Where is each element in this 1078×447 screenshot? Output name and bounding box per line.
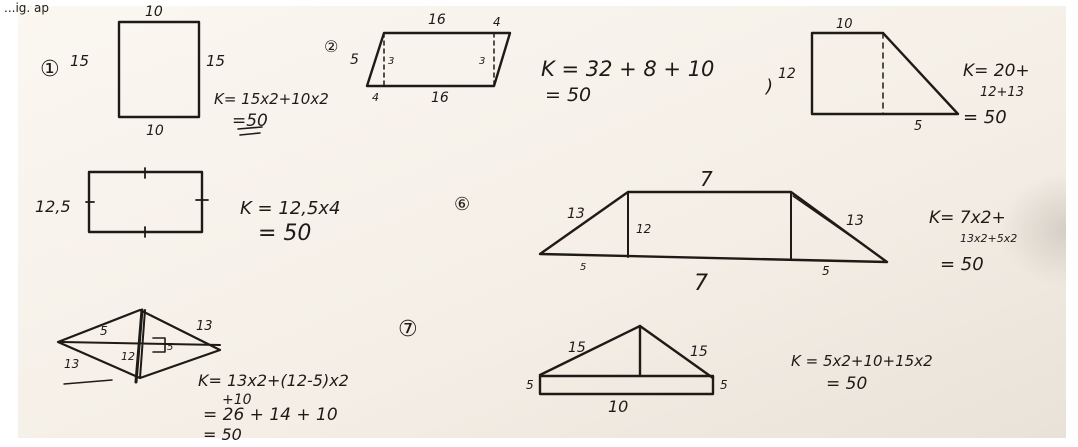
isosceles-trapezoid-right-slant-label: 13 xyxy=(846,213,864,229)
right-trapezoid-shape xyxy=(810,31,960,116)
isosceles-trapezoid-shape xyxy=(538,190,889,264)
right-trapezoid-work-line-2: 12+13 xyxy=(980,85,1024,100)
marker-parallelogram: ② xyxy=(324,37,338,56)
kite-small-box xyxy=(152,337,166,353)
figure-right-trapezoid: ) 10 12 5 K= 20+ 12+13 = 50 xyxy=(764,17,1030,134)
marker-kite: ⑦ xyxy=(398,317,418,342)
isosceles-trapezoid-double-edge xyxy=(792,195,873,252)
figure-house: 15 15 5 5 10 K = 5x2+10+15x2 = 50 xyxy=(526,324,933,416)
parallelogram-work-line-1: K = 32 + 8 + 10 xyxy=(541,57,714,81)
right-trapezoid-work-line-1: K= 20+ xyxy=(963,61,1030,81)
rectangle-work-line-2: =50 xyxy=(232,111,268,131)
house-left-label: 5 xyxy=(526,378,534,392)
paper-shadow xyxy=(880,150,1066,310)
rectangle-work-line-1: K= 15x2+10x2 xyxy=(214,90,329,108)
isosceles-trapezoid-work-line-2: 13x2+5x2 xyxy=(960,232,1017,245)
marker-right-trapezoid: ) xyxy=(764,76,773,97)
isosceles-trapezoid-work-line-1: K= 7x2+ xyxy=(929,208,1006,228)
kite-work-line-1: K= 13x2+(12-5)x2 xyxy=(198,371,349,390)
house-right-label: 5 xyxy=(720,378,728,392)
house-base xyxy=(538,374,715,396)
isosceles-trapezoid-work-line-3: = 50 xyxy=(940,254,984,275)
isosceles-trapezoid-left-slant-label: 13 xyxy=(567,206,585,222)
square-equal-marks xyxy=(85,167,209,238)
isosceles-trapezoid-top-label: 7 xyxy=(700,167,713,191)
parallelogram-inner-left-label: 3 xyxy=(388,56,394,67)
rectangle-top-label: 10 xyxy=(145,4,163,20)
rectangle-shape xyxy=(117,20,201,119)
square-work-line-1: K = 12,5x4 xyxy=(240,198,341,219)
kite-inner-label: 12 xyxy=(121,350,135,363)
isosceles-trapezoid-heights xyxy=(627,191,792,261)
right-trapezoid-bottom-right-label: 5 xyxy=(914,119,922,134)
kite-outline xyxy=(56,308,222,380)
isosceles-trapezoid-bottom-label: 7 xyxy=(694,271,708,296)
house-bottom-label: 10 xyxy=(608,397,628,416)
kite-top-left-label: 5 xyxy=(100,324,108,338)
figure-kite: ⑦ 5 13 12 5 13 K= 13x2+(12-5)x2 +10 = 26… xyxy=(56,308,418,444)
square-work-line-2: = 50 xyxy=(258,221,311,246)
kite-work-line-4: = 50 xyxy=(203,425,242,443)
parallelogram-bottom-left-label: 4 xyxy=(372,91,379,104)
parallelogram-shape xyxy=(365,31,512,88)
rectangle-underline xyxy=(237,126,263,136)
figure-square: 12,5 K = 12,5x4 = 50 xyxy=(35,167,341,246)
right-trapezoid-top-label: 10 xyxy=(836,17,853,32)
isosceles-trapezoid-bottom-right-label: 5 xyxy=(822,264,830,278)
parallelogram-top-label: 16 xyxy=(428,12,446,28)
house-roof-left-label: 15 xyxy=(568,340,586,356)
figure-isosceles-trapezoid: ⑥ 7 13 12 13 5 7 5 K= 7x2+ 13x2+5x2 = 50 xyxy=(454,167,1017,296)
square-left-label: 12,5 xyxy=(35,197,71,216)
caption-fragment: ...ig. ap xyxy=(4,1,49,15)
kite-diagonals xyxy=(61,309,221,379)
parallelogram-top-right-label: 4 xyxy=(493,15,501,29)
marker-rectangle: ① xyxy=(40,57,60,82)
rectangle-right-label: 15 xyxy=(206,52,225,70)
right-trapezoid-left-label: 12 xyxy=(778,66,796,82)
parallelogram-work-line-2: = 50 xyxy=(545,84,591,106)
house-work-line-2: = 50 xyxy=(826,374,867,394)
marker-isosceles-trapezoid: ⑥ xyxy=(454,194,470,215)
parallelogram-inner-right-label: 3 xyxy=(479,56,485,67)
house-work-line-1: K = 5x2+10+15x2 xyxy=(791,352,933,370)
parallelogram-left-label: 5 xyxy=(350,52,359,68)
isosceles-trapezoid-height-label: 12 xyxy=(636,222,651,236)
kite-work-line-2: +10 xyxy=(222,392,252,408)
kite-work-line-3: = 26 + 14 + 10 xyxy=(203,405,338,425)
rectangle-left-label: 15 xyxy=(70,52,89,70)
house-roof-right-label: 15 xyxy=(690,344,708,360)
figure-parallelogram: ② 16 4 5 3 3 4 16 K = 32 + 8 + 10 = 50 xyxy=(324,12,714,106)
figure-rectangle: ① 10 15 15 10 K= 15x2+10x2 =50 xyxy=(40,4,329,139)
kite-bottom-left-label: 13 xyxy=(64,357,79,371)
kite-inner-small-label: 5 xyxy=(167,342,173,353)
parallelogram-bottom-label: 16 xyxy=(431,90,449,106)
right-trapezoid-work-line-3: = 50 xyxy=(963,107,1007,128)
kite-underline xyxy=(63,379,113,385)
rectangle-bottom-label: 10 xyxy=(146,123,164,139)
kite-vertical-spine xyxy=(134,308,144,384)
kite-top-right-label: 13 xyxy=(196,319,213,334)
isosceles-trapezoid-bottom-left-label: 5 xyxy=(580,262,586,273)
